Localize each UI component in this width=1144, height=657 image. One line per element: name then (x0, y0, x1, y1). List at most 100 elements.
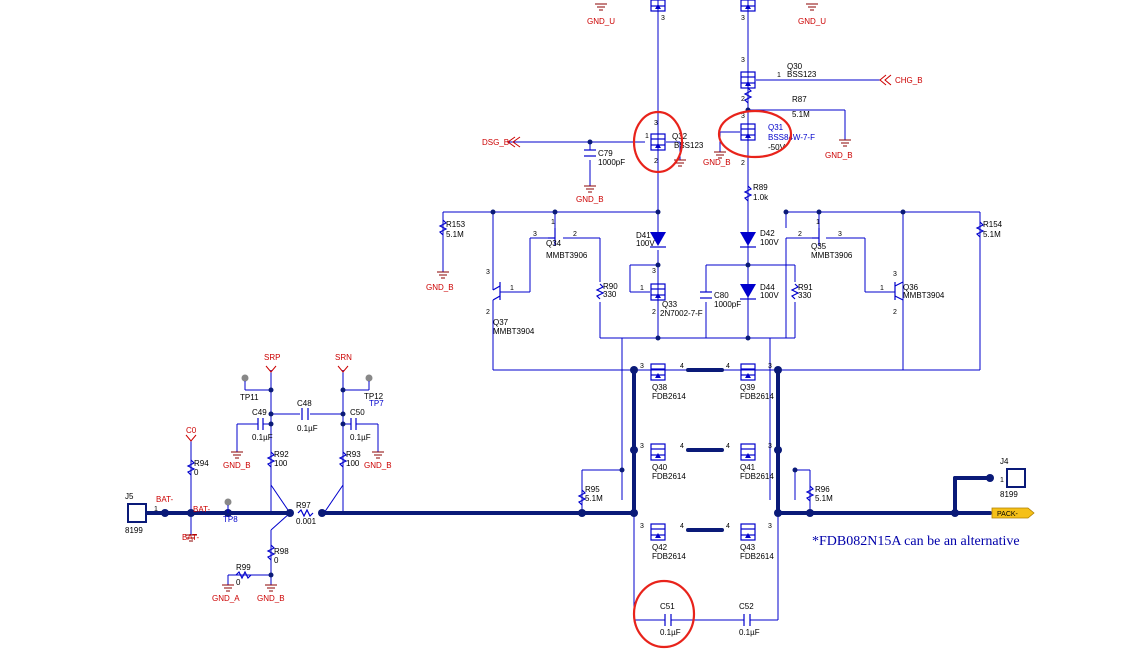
ref-tp8: TP8 (223, 515, 238, 524)
ref-q37: Q37 (493, 318, 509, 327)
net-gnd-a: GND_A (212, 594, 240, 603)
svg-text:2: 2 (654, 158, 658, 165)
ref-c50: C50 (350, 408, 365, 417)
svg-text:3: 3 (893, 271, 897, 278)
svg-text:1: 1 (154, 506, 158, 513)
val-d42: 100V (760, 238, 779, 247)
ref-r93: R93 (346, 450, 361, 459)
net-gnd-u-right: GND_U (798, 17, 826, 26)
ref-q41: Q41 (740, 463, 756, 472)
svg-text:3: 3 (486, 269, 490, 276)
power-bus (140, 368, 992, 532)
val-q36: MMBT3904 (903, 291, 945, 300)
net-pack-minus: PACK- (997, 511, 1019, 518)
svg-text:3: 3 (768, 443, 772, 450)
val-r99: 0 (236, 578, 241, 587)
ref-c80: C80 (714, 291, 729, 300)
ref-r95: R95 (585, 485, 600, 494)
svg-text:4: 4 (726, 443, 730, 450)
ref-q42: Q42 (652, 543, 668, 552)
svg-text:2: 2 (573, 231, 577, 238)
svg-text:4: 4 (726, 523, 730, 530)
val-q30: BSS123 (787, 70, 817, 79)
highlight-q32 (632, 110, 684, 174)
alternative-part-note: *FDB082N15A can be an alternative (812, 534, 1020, 549)
val-c52: 0.1µF (739, 628, 760, 637)
val-c49: 0.1µF (252, 433, 273, 442)
val-r93: 100 (346, 459, 360, 468)
ref-tp11: TP11 (240, 393, 259, 402)
ref-tp12: TP12 (364, 392, 384, 401)
ref-q31: Q31 (768, 123, 784, 132)
val-c51: 0.1µF (660, 628, 681, 637)
ref-r153: R153 (446, 220, 466, 229)
svg-text:1: 1 (640, 285, 644, 292)
svg-text:3: 3 (741, 57, 745, 64)
val-j4: 8199 (1000, 490, 1018, 499)
svg-text:4: 4 (680, 363, 684, 370)
svg-text:2: 2 (652, 309, 656, 316)
ref-c52: C52 (739, 602, 754, 611)
ref-r87: R87 (792, 95, 807, 104)
svg-text:3: 3 (640, 443, 644, 450)
svg-text:3: 3 (652, 268, 656, 275)
val-c50: 0.1µF (350, 433, 371, 442)
val-r89: 1.0k (753, 193, 769, 202)
net-gnd-b-c49: GND_B (223, 461, 251, 470)
svg-text:3: 3 (838, 231, 842, 238)
highlight-c51 (632, 579, 696, 649)
net-gnd-b-r87: GND_B (825, 151, 853, 160)
diode-symbols (650, 232, 756, 300)
bjt-symbols (492, 228, 904, 301)
svg-text:3: 3 (533, 231, 537, 238)
ref-q38: Q38 (652, 383, 668, 392)
val-q37: MMBT3904 (493, 327, 535, 336)
svg-text:1: 1 (777, 72, 781, 79)
net-gnd-u-left: GND_U (587, 17, 615, 26)
ref-q34: Q34 (546, 239, 562, 248)
val-q34: MMBT3906 (546, 251, 588, 260)
net-gnd-b-c50: GND_B (364, 461, 392, 470)
val-q39: FDB2614 (740, 392, 774, 401)
ref-r91: R91 (798, 283, 813, 292)
ref-r96: R96 (815, 485, 830, 494)
svg-text:2: 2 (741, 96, 745, 103)
ref-r94: R94 (194, 459, 209, 468)
val-q33: 2N7002-7-F (660, 309, 703, 318)
val-d44: 100V (760, 291, 779, 300)
ref-q33: Q33 (662, 300, 678, 309)
svg-text:3: 3 (741, 113, 745, 120)
ref-j4: J4 (1000, 457, 1009, 466)
svg-text:4: 4 (680, 523, 684, 530)
val-q43: FDB2614 (740, 552, 774, 561)
ref-c48: C48 (297, 399, 312, 408)
ref-r97: R97 (296, 501, 311, 510)
svg-text:3: 3 (768, 523, 772, 530)
val-c48: 0.1µF (297, 424, 318, 433)
component-labels: Q30 BSS123 R87 5.1M Q31 BSS84W-7-F -50V … (125, 62, 1018, 637)
ref-q43: Q43 (740, 543, 756, 552)
svg-text:4: 4 (726, 363, 730, 370)
ref-q40: Q40 (652, 463, 668, 472)
resistor-symbols (186, 87, 985, 580)
ref-q36: Q36 (903, 283, 919, 292)
val-r95: 5.1M (585, 494, 603, 503)
net-srp: SRP (264, 353, 280, 362)
net-bat-minus-top: BAT- (156, 495, 174, 504)
val-c79: 1000pF (598, 158, 625, 167)
net-dsg-b: DSG_B (482, 138, 509, 147)
ref-r92: R92 (274, 450, 289, 459)
svg-text:2: 2 (741, 160, 745, 167)
mosfet-symbols (650, 0, 756, 541)
net-chg-b: CHG_B (895, 76, 923, 85)
val-r154: 5.1M (983, 230, 1001, 239)
highlight-q31 (717, 109, 793, 159)
val-q41: FDB2614 (740, 472, 774, 481)
val-q40: FDB2614 (652, 472, 686, 481)
net-flags (185, 74, 1035, 519)
svg-text:2: 2 (798, 231, 802, 238)
ref-r99: R99 (236, 563, 251, 572)
val-r87: 5.1M (792, 110, 810, 119)
junction-dots (161, 107, 994, 578)
val-q32: BSS123 (674, 141, 704, 150)
